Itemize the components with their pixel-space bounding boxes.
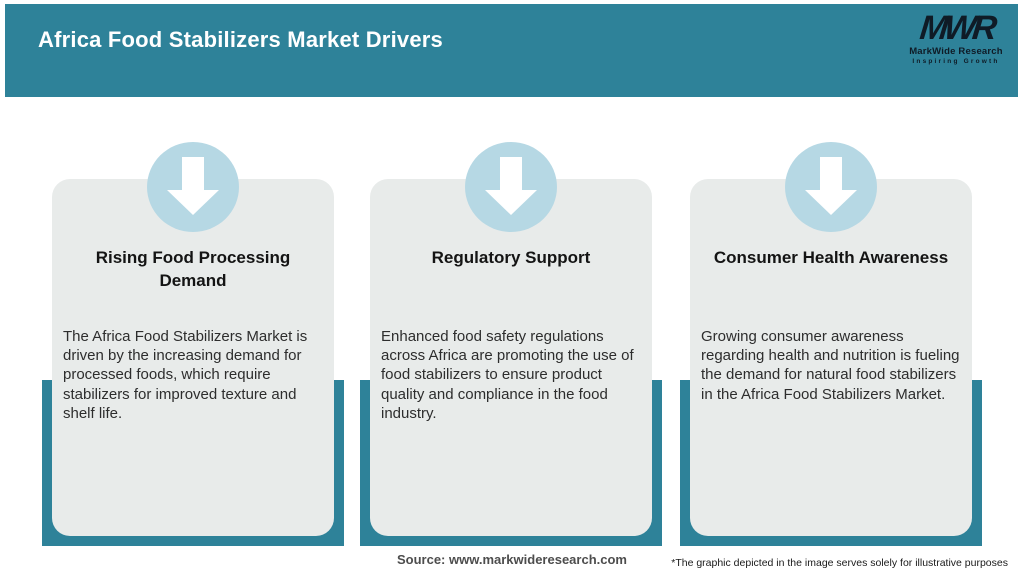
card-body: Growing consumer awareness regarding hea… xyxy=(701,328,960,403)
brand-logo: MWR MarkWide Research Inspiring Growth xyxy=(906,9,1006,65)
driver-card-regulatory-support: Regulatory Support Enhanced food safety … xyxy=(370,179,652,536)
logo-mark: MWR xyxy=(917,9,995,47)
card-title: Rising Food Processing Demand xyxy=(95,248,291,290)
logo-name: MarkWide Research xyxy=(909,46,1003,57)
card-title: Regulatory Support xyxy=(431,248,591,267)
card-title: Consumer Health Awareness xyxy=(713,248,949,267)
card-body: Enhanced food safety regulations across … xyxy=(381,328,634,422)
down-arrow-icon xyxy=(147,142,239,232)
source-text: Source: www.markwideresearch.com xyxy=(396,552,627,567)
driver-card-rising-food-processing-demand: Rising Food Processing Demand The Africa… xyxy=(52,179,334,536)
down-arrow-icon xyxy=(465,142,557,232)
logo-tagline: Inspiring Growth xyxy=(912,57,1000,65)
driver-card-consumer-health-awareness: Consumer Health Awareness Growing consum… xyxy=(690,179,972,536)
header-bar: Africa Food Stabilizers Market Drivers M… xyxy=(5,4,1018,97)
card-body: The Africa Food Stabilizers Market is dr… xyxy=(63,328,308,422)
down-arrow-icon xyxy=(785,142,877,232)
disclaimer-text: *The graphic depicted in the image serve… xyxy=(671,557,1008,569)
page-title: Africa Food Stabilizers Market Drivers xyxy=(38,27,443,52)
